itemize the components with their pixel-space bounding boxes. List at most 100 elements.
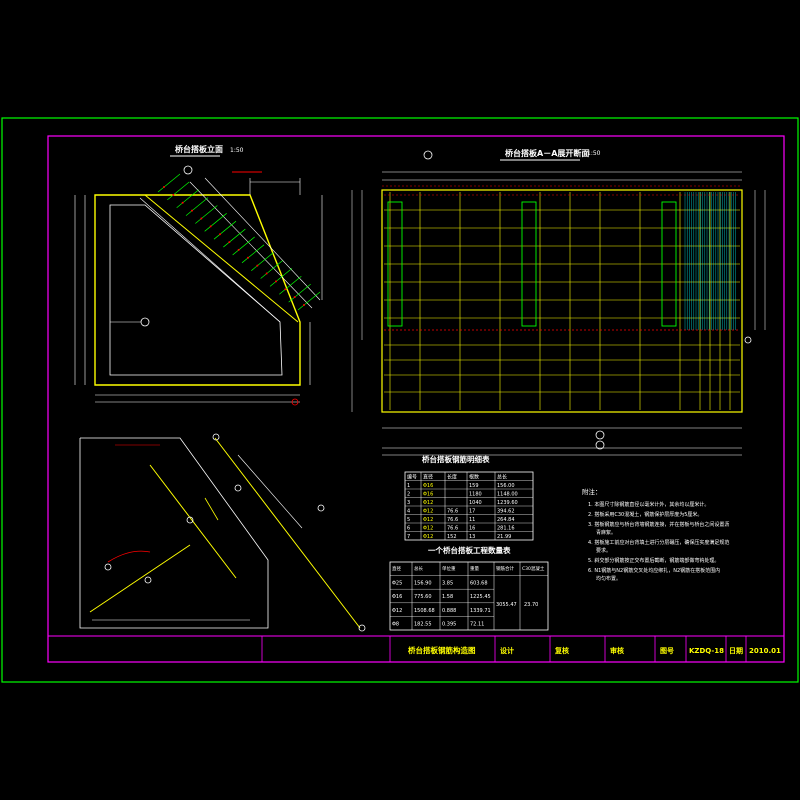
table1-header: 根数	[469, 474, 479, 481]
table2-header: 重量	[470, 565, 479, 572]
skew-rebar-tick	[232, 236, 255, 256]
rebar-shape-outline	[79, 437, 269, 629]
table1-cell: 6	[407, 526, 410, 532]
skew-rebar-tick	[204, 213, 227, 232]
view2-section: 桥台搭板A－A展开断面 1:50	[351, 148, 766, 456]
table2-cell: Φ25	[392, 581, 402, 587]
table1-cell: 2	[407, 492, 410, 498]
skew-rebar-tick	[176, 189, 199, 209]
table1-cell: 156.00	[497, 483, 515, 489]
title-block: 桥台搭板钢筋构造图 设计 复核 审核 图号 KZDQ-18 日期 2010.01	[48, 635, 784, 662]
table2-header: 单位重	[442, 565, 456, 572]
notes-items: 1. 本图尺寸除钢筋直径以毫米计外，其余均以厘米计。 2. 搭板采用C30混凝土，…	[588, 501, 729, 582]
notes-block: 附注： 1. 本图尺寸除钢筋直径以毫米计外，其余均以厘米计。2. 搭板采用C30…	[582, 487, 729, 582]
view3-rebar-details	[79, 433, 366, 632]
table1-cell: 5	[407, 517, 410, 523]
rebar-dot	[191, 209, 193, 212]
note-line: 青麻絮。	[596, 529, 616, 536]
skew-rebar-tick	[241, 244, 265, 264]
table1-cell: Φ12	[423, 517, 433, 523]
rebar-dot	[247, 256, 249, 259]
table2-header: 总长	[414, 565, 423, 572]
table2-cell: 72.11	[470, 621, 484, 627]
table1-cell: Φ16	[423, 483, 433, 489]
table2-cell: 1225.45	[470, 594, 491, 600]
table1-title: 桥台搭板钢筋明细表	[422, 454, 490, 464]
table2-cell: 156.90	[414, 581, 432, 587]
view2-scale: 1:50	[587, 150, 601, 157]
table2-cell: 0.395	[442, 621, 456, 627]
callout-circle	[140, 317, 150, 327]
outer-frame	[1, 117, 799, 683]
callout-circle	[291, 398, 299, 406]
rebar-dot	[265, 272, 268, 275]
table2-cell: 182.55	[414, 621, 432, 627]
note-line: 均匀布置。	[596, 575, 621, 582]
table1-cell: 13	[469, 534, 475, 540]
note-line: 2. 搭板采用C30混凝土，钢筋保护层厚度为5厘米。	[588, 511, 702, 518]
table1-cell: 1180	[469, 492, 482, 498]
view1-elevation: 桥台搭板立面 1:50	[74, 144, 323, 406]
date-value: 2010.01	[749, 647, 781, 655]
table2-cell: 0.888	[442, 608, 456, 614]
slab-inner-outline	[109, 204, 283, 376]
rebar-dot	[163, 186, 165, 188]
table1-cell: 152	[447, 534, 457, 540]
skew-rebar-tick	[251, 252, 274, 271]
table1-cell: 264.84	[497, 517, 515, 523]
skew-rebar-tick	[213, 220, 237, 240]
section-rebar-grid	[384, 192, 740, 410]
skew-rebar-tick	[167, 181, 190, 201]
table1-cell: 4	[407, 509, 410, 515]
rebar-dot	[256, 264, 259, 267]
table1-header: 总长	[497, 474, 507, 481]
drawing-no-label: 图号	[660, 646, 674, 655]
view2-title: 桥台搭板A－A展开断面	[505, 148, 589, 158]
table1-cell: 1040	[469, 500, 482, 506]
note-line: 5. 斜交部分钢筋按正交布置后截断，钢筋端部做弯钩处理。	[588, 557, 719, 564]
table1-cell: 76.6	[447, 526, 458, 532]
callout-circle	[183, 165, 193, 175]
table1-cell: 3	[407, 500, 410, 506]
view1-title: 桥台搭板立面	[175, 144, 223, 154]
table1-header: 编号	[407, 474, 417, 481]
note-line: 3. 搭板钢筋应与桥台背墙钢筋连接，并在搭板与桥台之间设置沥	[588, 521, 729, 528]
rebar-dot	[209, 225, 212, 228]
table2-cell: 3.85	[442, 581, 453, 587]
rebar-dot	[284, 288, 287, 291]
note-line: 1. 本图尺寸除钢筋直径以毫米计外，其余均以厘米计。	[588, 501, 709, 508]
table2-cell: 603.68	[470, 581, 488, 587]
inner-frame	[47, 135, 785, 663]
stirrup-cage	[661, 201, 677, 327]
skew-rebar-tick	[185, 197, 209, 216]
table2-cell: 1.58	[442, 594, 453, 600]
rebar-dot	[172, 193, 175, 196]
section-outline	[381, 189, 743, 413]
table1-cell: Φ12	[423, 500, 433, 506]
table1-cell: 76.6	[447, 509, 458, 515]
table1-header: 直径	[423, 474, 433, 481]
table1-cell: 7	[407, 534, 410, 540]
skew-rebar-tick	[260, 260, 283, 279]
table2-cell: Φ8	[392, 621, 399, 627]
table1-cell: 1	[407, 483, 410, 489]
table1-cell: 281.16	[497, 526, 515, 532]
drawing-name: 桥台搭板钢筋构造图	[408, 645, 476, 655]
table1-cell: Φ12	[423, 509, 433, 515]
skew-rebar-tick	[297, 291, 321, 311]
view1-scale: 1:50	[230, 147, 244, 154]
note-line: 4. 搭板施工前应对台背填土进行分层碾压，确保压实度满足规范	[588, 539, 729, 546]
table2-cell: 1508.68	[414, 608, 435, 614]
slab-outline	[94, 194, 301, 386]
table2-concrete: 23.70	[524, 602, 538, 608]
skew-rebar-group	[157, 173, 321, 311]
table1-cell: 394.62	[497, 509, 515, 515]
table2-cell: Φ12	[392, 608, 402, 614]
table2-header: 钢筋合计	[496, 565, 514, 572]
drawing-no: KZDQ-18	[689, 647, 724, 655]
rebar-dot	[275, 280, 277, 283]
